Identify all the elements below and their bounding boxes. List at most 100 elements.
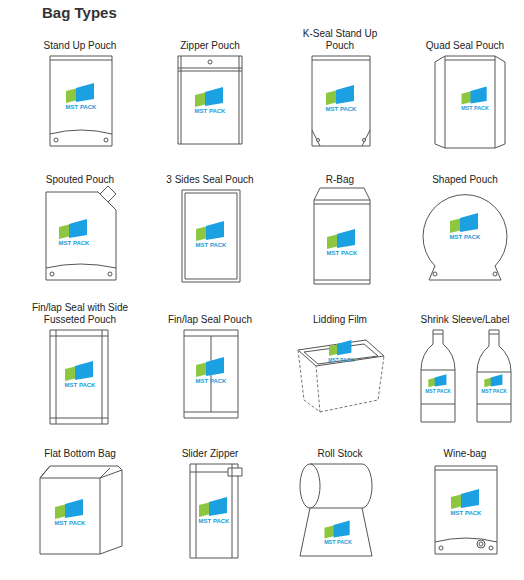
bag-type-name: Stand Up Pouch: [25, 40, 135, 52]
bag-outline: [50, 60, 112, 61]
logo-text: MST PACK: [451, 510, 482, 517]
logo-blue: [334, 521, 350, 538]
bag-outline: [495, 56, 505, 148]
logo-text: MST PACK: [199, 518, 230, 525]
logo-blue: [76, 83, 94, 102]
seal-dot: [317, 139, 320, 142]
logo-text: MST PACK: [461, 105, 489, 112]
logo-text: MST PACK: [59, 240, 90, 247]
bag-outline: [100, 468, 110, 478]
bag-outline: [312, 60, 370, 61]
bag-outline: [445, 56, 495, 148]
bag-outline: [314, 188, 370, 200]
logo-mark: [325, 521, 350, 539]
bag-outline: [182, 190, 240, 282]
bag-type-cell: Slider ZipperMST PACK: [150, 434, 270, 566]
bag-type-cell: Roll StockMST PACK: [280, 434, 400, 566]
bag-outline: [100, 470, 122, 554]
bag-outline: [184, 330, 238, 418]
seal-dot: [363, 139, 366, 142]
bag-outline: [314, 200, 370, 284]
bag-outline: [46, 264, 116, 268]
bag-type-name: R-Bag: [285, 174, 395, 186]
logo-text: MST PACK: [450, 234, 481, 241]
logo-mark: [451, 489, 479, 509]
bag-outline: [56, 330, 57, 424]
bag-outline: [181, 56, 182, 144]
logo-mark: [450, 213, 478, 233]
logo-mark: [462, 87, 487, 105]
bag-outline: [196, 464, 197, 558]
bag-outline: [239, 56, 240, 144]
seal-dot: [439, 546, 443, 550]
logo-blue: [435, 374, 447, 386]
bag-outline: [314, 204, 370, 205]
seal-dot: [54, 138, 58, 142]
logo-mark: [196, 221, 224, 241]
bag-type-cell: K-Seal Stand Up PouchMST PACK: [280, 26, 400, 158]
logo-text: MST PACK: [196, 242, 227, 249]
seal-dot: [489, 546, 493, 550]
logo-text: MST PACK: [327, 250, 358, 257]
bag-outline: [435, 470, 497, 471]
logo-mark: [327, 229, 355, 249]
logo-mark: [55, 499, 83, 519]
logo-blue: [471, 87, 487, 104]
bag-type-cell: Shrink Sleeve/LabelMST PACKMST PACK: [405, 300, 524, 432]
bag-outline: [298, 340, 384, 366]
bag-outline: [50, 336, 108, 337]
bag-outline: [228, 468, 242, 476]
bag-type-cell: Fin/lap Seal PouchMST PACK: [150, 300, 270, 432]
bag-outline: [489, 334, 499, 335]
bag-type-name: Fin/lap Seal Pouch: [155, 314, 265, 326]
logo-blue: [460, 213, 478, 232]
bag-type-name: 3 Sides Seal Pouch: [155, 174, 265, 186]
bag-type-name: Roll Stock: [285, 448, 395, 460]
bag-type-name: Wine-bag: [410, 448, 520, 460]
logo-blue: [491, 374, 503, 386]
seal-dot: [479, 542, 483, 546]
bag-type-cell: Stand Up PouchMST PACK: [20, 26, 140, 158]
bag-type-name: Slider Zipper: [155, 448, 265, 460]
bag-outline: [50, 330, 108, 424]
logo-mark: [196, 357, 224, 377]
logo-blue: [206, 221, 224, 240]
bag-outline: [178, 71, 242, 72]
bag-type-name: Shrink Sleeve/Label: [407, 314, 523, 326]
bag-type-cell: Quad Seal PouchMST PACK: [405, 26, 524, 158]
bag-type-cell: 3 Sides Seal PouchMST PACK: [150, 160, 270, 292]
bag-outline: [50, 418, 108, 419]
bag-type-cell: Lidding FilmMST PACK: [280, 300, 400, 432]
bag-type-cell: Spouted PouchMST PACK: [20, 160, 140, 292]
bag-outline: [190, 464, 238, 558]
logo-blue: [337, 229, 355, 248]
bag-outline: [312, 130, 320, 146]
bag-outline: [362, 130, 370, 146]
bag-outline: [435, 56, 445, 148]
bag-type-cell: Fin/lap Seal with Side Fusseted PouchMST…: [20, 300, 140, 432]
logo-mark: [195, 87, 223, 107]
seal-dot: [208, 60, 212, 64]
bag-outline: [477, 372, 511, 373]
logo-blue: [336, 85, 354, 104]
seal-dot: [108, 272, 112, 276]
bag-type-name: Zipper Pouch: [155, 40, 265, 52]
logo-text: MST PACK: [66, 104, 97, 111]
logo-mark: [199, 497, 227, 517]
bag-outline: [421, 330, 455, 422]
bag-outline: [178, 68, 242, 69]
hidden-edge: [298, 350, 320, 412]
logo-mark: [326, 85, 354, 105]
bag-type-cell: Flat Bottom BagMST PACK: [20, 434, 140, 566]
bag-outline: [421, 370, 455, 371]
page-title: Bag Types: [42, 4, 117, 21]
seal-dot: [477, 540, 485, 548]
logo-mark: [65, 361, 93, 381]
bag-outline: [423, 195, 507, 280]
logo-blue: [206, 357, 224, 376]
bag-outline: [185, 193, 237, 279]
logo-text: MST PACK: [481, 388, 507, 395]
bag-outline: [445, 60, 495, 61]
bag-outline: [100, 186, 116, 202]
bag-outline: [40, 478, 100, 554]
